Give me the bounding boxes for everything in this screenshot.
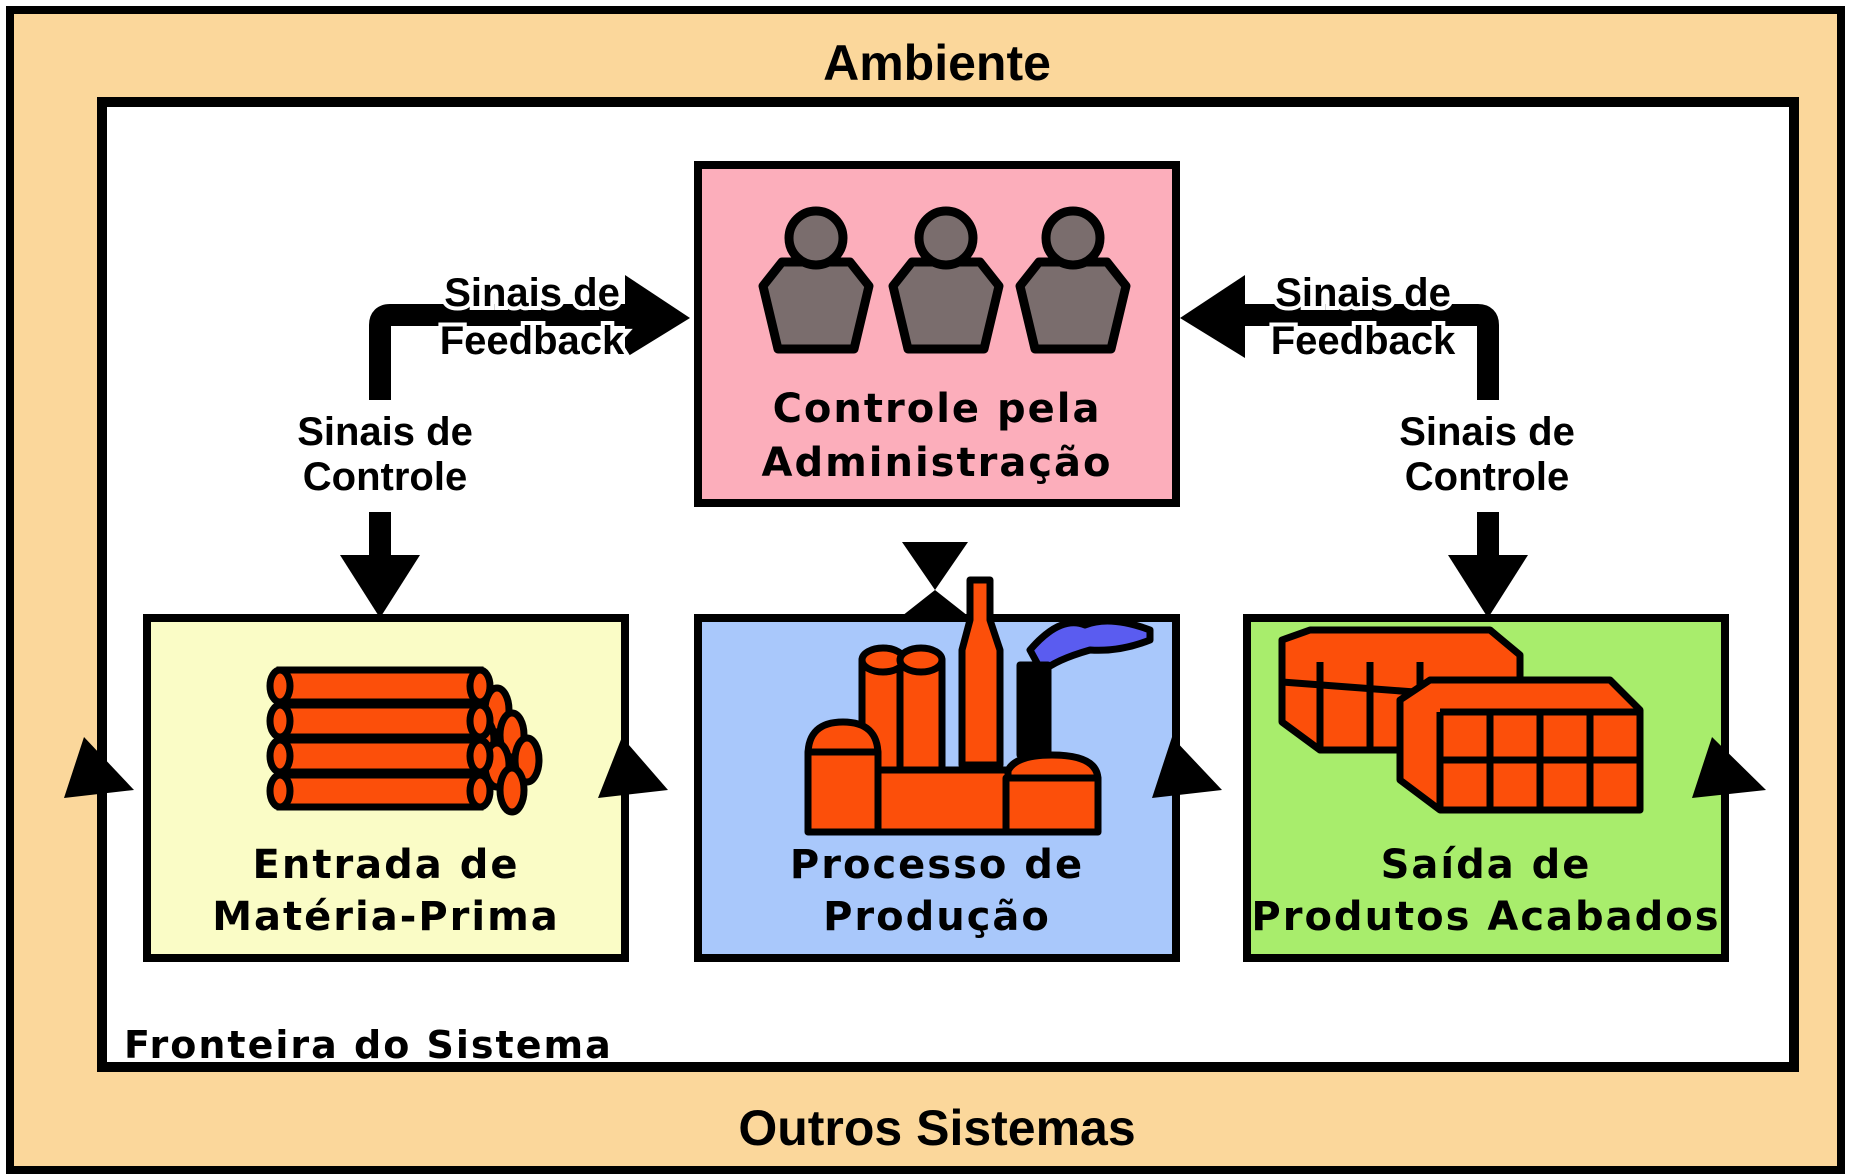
input-box-title-line2: Matéria-Prima <box>212 894 560 940</box>
left-feedback-label: Sinais de Feedback <box>436 267 629 367</box>
svg-text:Feedback: Feedback <box>1271 319 1456 363</box>
svg-text:Controle: Controle <box>1405 455 1569 499</box>
boxes-icon <box>1278 626 1644 814</box>
output-to-environment-arrowhead <box>1692 737 1766 798</box>
process-box-title-line1: Processo de <box>790 842 1084 888</box>
system-boundary-label: Fronteira do Sistema <box>124 1023 613 1067</box>
svg-text:Sinais de: Sinais de <box>444 271 620 315</box>
people-icon <box>758 206 1131 354</box>
right-feedback-label: Sinais de Feedback <box>1267 267 1460 367</box>
pipes-icon <box>266 666 543 816</box>
control-box-title-line1: Controle pela <box>773 386 1102 432</box>
left-control-label: Sinais de Controle <box>297 410 473 499</box>
control-process-arrow <box>902 542 968 616</box>
svg-text:Sinais de: Sinais de <box>1275 271 1451 315</box>
left-feedback-arrowhead <box>625 275 690 358</box>
right-signal-path <box>1240 304 1499 400</box>
other-systems-label: Outros Sistemas <box>738 1100 1135 1156</box>
right-feedback-arrowhead <box>1180 275 1245 358</box>
process-box-title-line2: Produção <box>823 894 1051 940</box>
svg-text:Feedback: Feedback <box>440 319 625 363</box>
output-box-title-line1: Saída de <box>1381 842 1592 888</box>
input-to-process-arrowhead <box>598 737 668 798</box>
factory-icon <box>804 576 1154 836</box>
left-control-arrowhead <box>340 555 420 618</box>
output-box-title-line2: Produtos Acabados <box>1251 894 1720 940</box>
left-signal-path <box>369 304 625 400</box>
environment-to-boundary-arrowhead <box>64 737 134 798</box>
svg-text:Sinais de: Sinais de <box>1399 410 1575 454</box>
input-box-title-line1: Entrada de <box>253 842 520 888</box>
right-control-label: Sinais de Controle <box>1399 410 1575 499</box>
environment-title: Ambiente <box>823 35 1051 91</box>
svg-text:Sinais de: Sinais de <box>297 410 473 454</box>
right-control-arrowhead <box>1448 555 1528 618</box>
control-box-title-line2: Administração <box>762 440 1113 486</box>
svg-text:Controle: Controle <box>303 455 467 499</box>
process-to-output-arrowhead <box>1152 737 1222 798</box>
